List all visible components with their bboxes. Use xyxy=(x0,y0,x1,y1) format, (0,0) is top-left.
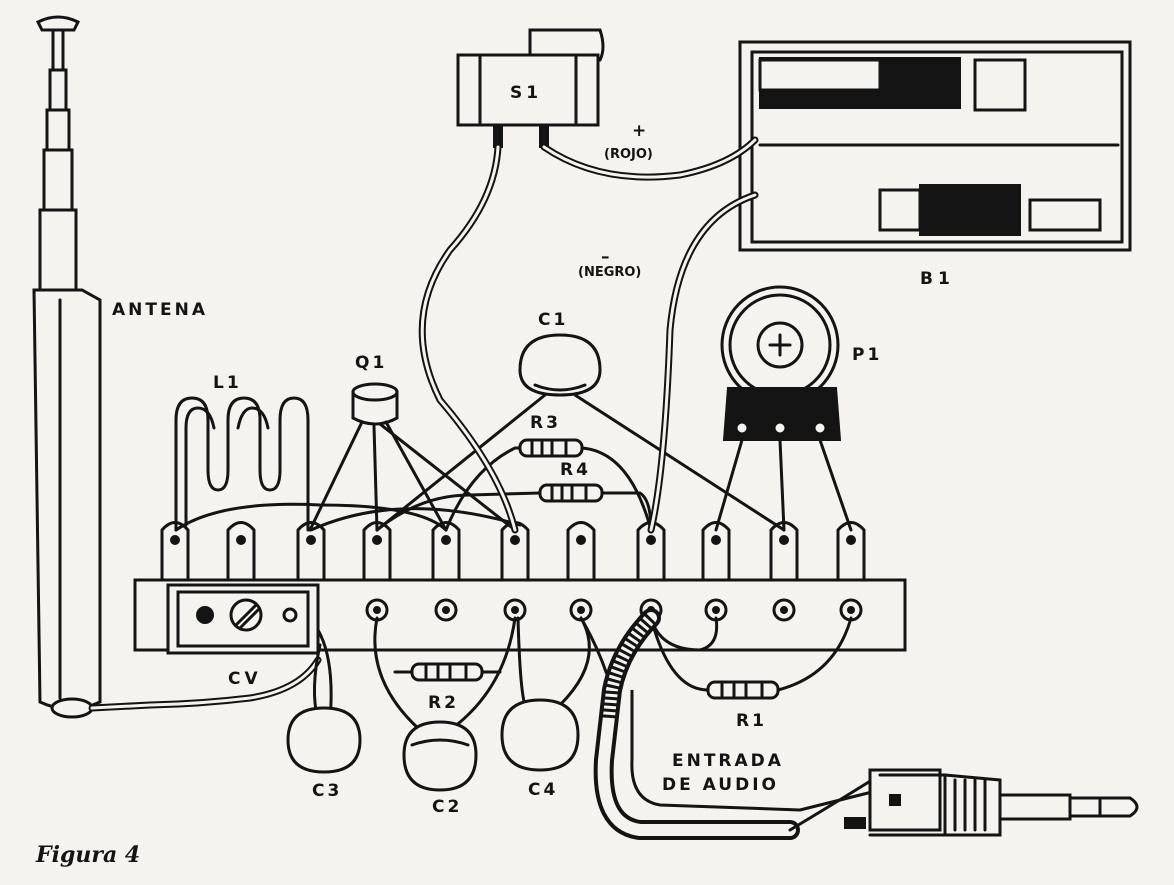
resistor-r1 xyxy=(649,616,853,700)
c2-label: C2 xyxy=(432,797,462,817)
coil-l1 xyxy=(174,396,310,532)
q1-label: Q1 xyxy=(355,353,387,373)
battery-holder-b1 xyxy=(738,40,1132,252)
c1-label: C1 xyxy=(538,310,568,330)
positive-color-label: (ROJO) xyxy=(604,147,653,162)
capacitor-c3 xyxy=(286,628,362,774)
s1-label: S1 xyxy=(510,83,542,103)
r2-label: R2 xyxy=(428,693,459,713)
c4-label: C4 xyxy=(528,780,558,800)
switch-lead xyxy=(418,143,519,534)
positive-sign: + xyxy=(632,121,646,141)
shielded-audio-cable xyxy=(579,608,801,840)
potentiometer-p1 xyxy=(714,285,853,532)
negative-color-label: (NEGRO) xyxy=(578,265,641,280)
antenna-label: ANTENA xyxy=(112,300,208,320)
b1-label: B1 xyxy=(920,269,955,289)
telescopic-antenna xyxy=(32,15,102,719)
p1-label: P1 xyxy=(852,345,882,365)
r4-label: R4 xyxy=(560,460,591,480)
audio-input-label-line2: DE AUDIO xyxy=(662,775,779,795)
c3-label: C3 xyxy=(312,781,342,801)
audio-jack-plug xyxy=(788,768,1139,837)
r1-label: R1 xyxy=(736,711,767,731)
r3-label: R3 xyxy=(530,413,561,433)
variable-capacitor-cv xyxy=(166,583,320,655)
switch-s1 xyxy=(456,28,605,148)
capacitor-c2 xyxy=(373,616,517,792)
resistor-r2 xyxy=(393,662,502,682)
transistor-q1 xyxy=(308,382,517,532)
cv-label: CV xyxy=(228,669,262,689)
l1-label: L1 xyxy=(213,373,242,393)
negative-sign: – xyxy=(601,247,610,267)
figure-caption: Figura 4 xyxy=(35,842,140,868)
capacitor-c4 xyxy=(500,616,591,772)
resistor-r3 xyxy=(444,438,653,532)
antenna-wire xyxy=(88,656,322,712)
strip-lugs xyxy=(160,521,866,582)
audio-input-label-line1: ENTRADA xyxy=(672,751,784,771)
